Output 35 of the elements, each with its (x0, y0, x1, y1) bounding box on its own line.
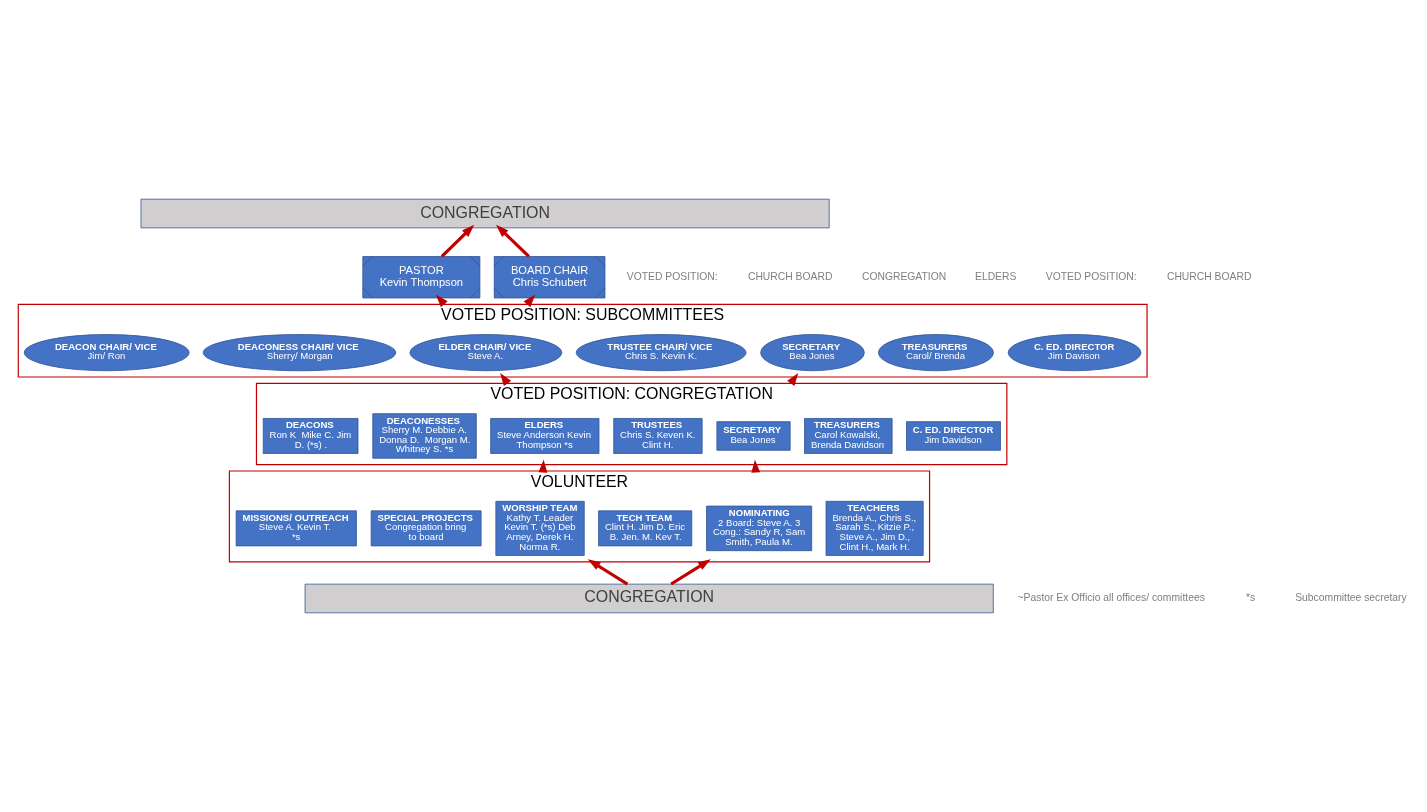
node-box: SECRETARY Bea Jones (716, 421, 791, 451)
arrow (587, 559, 629, 586)
arrow (496, 224, 530, 258)
label: CONGREGATION (861, 270, 947, 282)
label: ELDERS (975, 270, 1017, 282)
node-ellipse: SECRETARY Bea Jones (760, 334, 865, 372)
label: CHURCH BOARD (747, 270, 833, 282)
node-box: DEACONESSES Sherry M. Debbie A. Donna D. Morgan M. Whitney S. *s (372, 413, 477, 459)
node-box: SPECIAL PROJECTS Congregation bring to board (370, 510, 482, 547)
label: VOTED POSITION: (1045, 270, 1137, 282)
label: Subcommittee secretary (1295, 592, 1407, 604)
node-ellipse: DEACON CHAIR/ VICE Jim/ Ron (23, 334, 190, 372)
arrow (440, 224, 475, 258)
node-ellipse: DEACONESS CHAIR/ VICE Sherry/ Morgan (202, 334, 397, 372)
node-box: TECH TEAM Clint H. Jim D. Eric B. Jen. M. Kev T. (598, 510, 693, 547)
label: *s (1246, 592, 1256, 604)
node-ellipse: ELDER CHAIR/ VICE Steve A. (409, 334, 563, 372)
node-box: ELDERS Steve Anderson Kevin Thompson *s (490, 418, 600, 454)
node-box: TREASURERS Carol Kowalski, Brenda Davidson (804, 418, 893, 454)
node-ellipse: C. ED. DIRECTOR Jim Davison (1007, 334, 1142, 372)
node-box: C. ED. DIRECTOR Jim Davidson (906, 421, 1001, 451)
node-box: TEACHERS Brenda A., Chris S., Sarah S., Kitzie P., Steve A., Jim D., Clint H., Mark H. (825, 500, 924, 556)
node-ellipse: TRUSTEE CHAIR/ VICE Chris S. Kevin K. (575, 334, 747, 372)
label: ~Pastor Ex Officio all offices/ committees (1017, 592, 1205, 604)
node-box: CONGREGATION (140, 198, 830, 229)
node-box: MISSIONS/ OUTREACH Steve A. Kevin T. *s (235, 510, 357, 547)
node-box: TRUSTEES Chris S. Keven K. Clint H. (613, 418, 703, 454)
node-box: WORSHIP TEAM Kathy T. Leader Kevin T. (*s) Deb Arney, Derek H. Norma R. (495, 500, 585, 556)
node-box: CONGREGATION (304, 583, 994, 614)
label: CHURCH BOARD (1166, 270, 1252, 282)
node-box: DEACONS Ron K Mike C. Jim D. (*s) . (262, 418, 359, 454)
node-box: NOMINATING 2 Board: Steve A. 3 Cong.: Sandy R, Sam Smith, Paula M. (706, 505, 813, 552)
arrow (670, 559, 711, 586)
label: VOTED POSITION: (626, 270, 718, 282)
node-ellipse: TREASURERS Carol/ Brenda (878, 334, 994, 372)
